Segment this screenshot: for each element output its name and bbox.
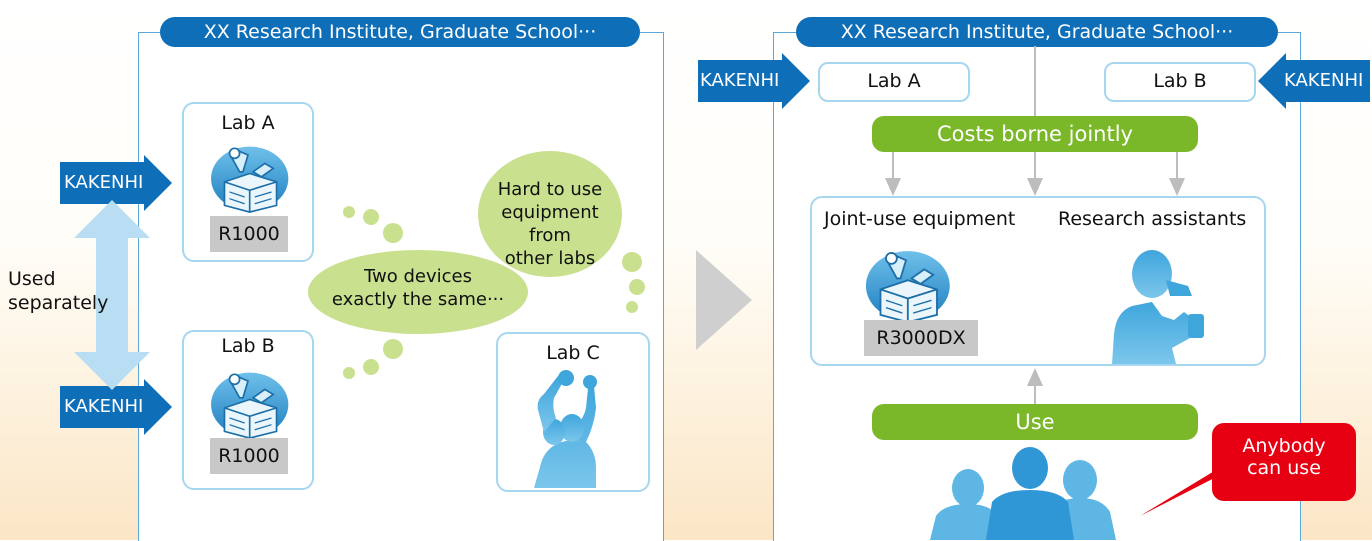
bubble-same-line2: exactly the same···	[331, 289, 505, 310]
lab-c-card: Lab C	[496, 332, 650, 492]
lab-a-model-tag: R1000	[210, 216, 288, 252]
costs-borne-jointly: Costs borne jointly	[872, 116, 1198, 152]
bubble-hard-line1: Hard to use	[497, 179, 603, 200]
lab-c-label: Lab C	[546, 342, 600, 364]
used-separately-line1: Used	[8, 268, 56, 290]
anybody-can-use-callout: Anybody can use	[1212, 423, 1356, 501]
kakenhi-label: KAKENHI	[64, 172, 144, 193]
users-group-icon	[930, 447, 1116, 540]
lab-a-card: Lab A R1000	[182, 102, 314, 262]
right-institute-title: XX Research Institute, Graduate School··…	[796, 17, 1278, 47]
equipment-icon	[206, 364, 290, 440]
joint-model-tag: R3000DX	[864, 320, 978, 356]
bubble-same-text: Two devices exactly the same···	[318, 265, 518, 311]
bubble-hard-text: Hard to use equipment from other labs	[478, 178, 622, 270]
kakenhi-label: KAKENHI	[700, 70, 780, 91]
lab-b-model-tag: R1000	[210, 438, 288, 474]
right-lab-a-label: Lab A	[867, 70, 921, 92]
left-institute-title: XX Research Institute, Graduate School··…	[160, 17, 640, 47]
right-lab-a-pill: Lab A	[818, 62, 970, 102]
bubble-hard-line3: other labs	[504, 248, 596, 269]
research-assistant-icon	[1112, 250, 1204, 364]
used-separately-line2: separately	[8, 292, 109, 314]
right-lab-b-label: Lab B	[1153, 70, 1207, 92]
right-lab-b-pill: Lab B	[1104, 62, 1256, 102]
joint-use-box: Joint-use equipment Research assistants …	[810, 196, 1266, 366]
researcher-icon	[534, 370, 597, 488]
callout-pointer	[1140, 470, 1230, 516]
research-assistants-label: Research assistants	[1058, 208, 1247, 230]
kakenhi-arrow-top: KAKENHI	[58, 155, 174, 211]
kakenhi-label: KAKENHI	[64, 396, 144, 417]
kakenhi-label: KAKENHI	[1284, 70, 1364, 91]
anybody-line1: Anybody	[1242, 435, 1326, 457]
use-label: Use	[872, 404, 1198, 440]
kakenhi-arrow-bottom: KAKENHI	[58, 379, 174, 435]
bubble-same-line1: Two devices	[364, 266, 472, 287]
kakenhi-arrow-left: KAKENHI	[696, 53, 812, 109]
transition-arrow-icon	[696, 250, 752, 350]
bubble-hard-line2: equipment from	[501, 202, 599, 246]
double-arrow-icon	[74, 200, 150, 390]
kakenhi-arrow-right: KAKENHI	[1256, 53, 1372, 109]
anybody-line2: can use	[1247, 457, 1321, 479]
lab-b-card: Lab B R1000	[182, 330, 314, 490]
lab-b-label: Lab B	[221, 335, 275, 357]
joint-use-equipment-label: Joint-use equipment	[824, 208, 1016, 230]
lab-a-label: Lab A	[221, 112, 275, 134]
equipment-icon	[860, 242, 952, 324]
equipment-icon	[206, 138, 290, 214]
